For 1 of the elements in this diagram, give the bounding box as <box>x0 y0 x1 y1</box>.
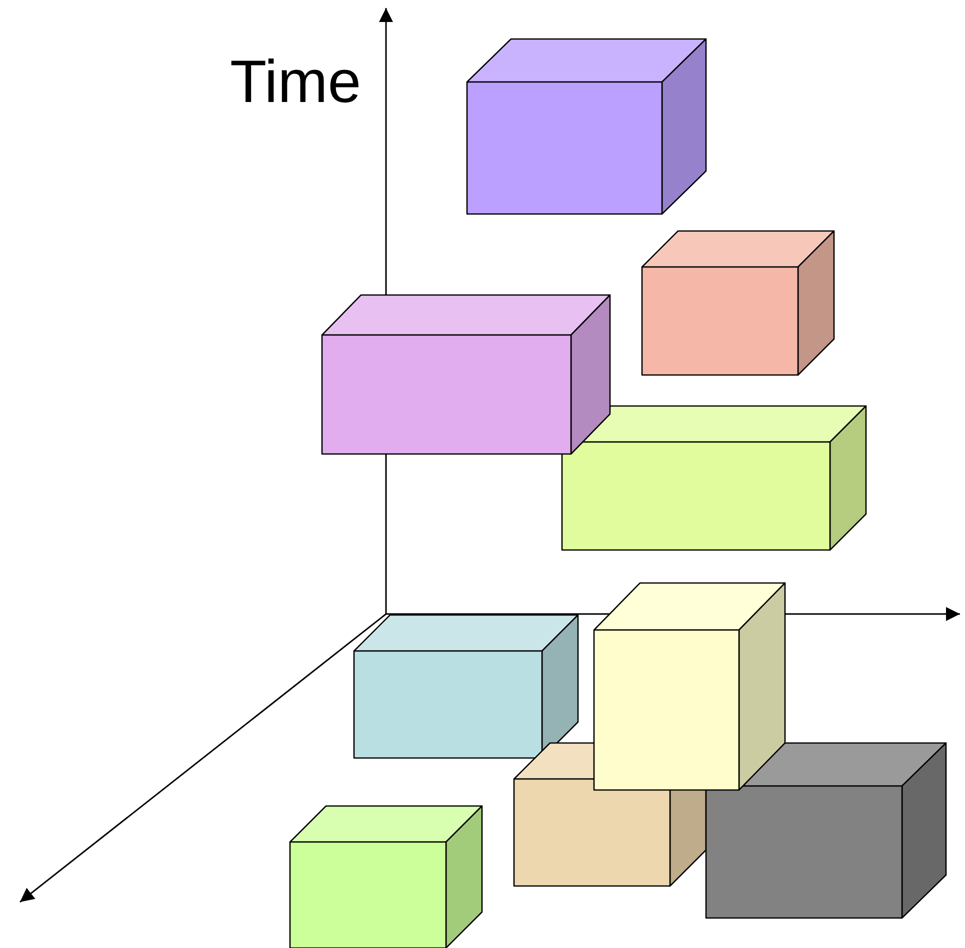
axis-label: Time <box>230 52 362 112</box>
